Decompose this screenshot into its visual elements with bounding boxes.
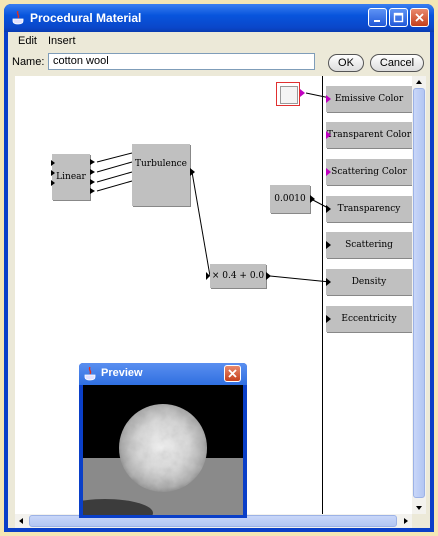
preview-render-image bbox=[83, 385, 243, 515]
linear-node-label: Linear bbox=[56, 172, 86, 182]
minimize-icon bbox=[374, 20, 380, 22]
color-swatch-inner bbox=[280, 86, 298, 104]
prop-scattering-color[interactable]: Scattering Color bbox=[326, 159, 412, 185]
close-icon bbox=[228, 369, 237, 378]
linear-input-ports bbox=[51, 160, 55, 186]
ok-button[interactable]: OK bbox=[328, 54, 364, 72]
close-button[interactable] bbox=[410, 8, 429, 27]
transform-ports bbox=[206, 272, 271, 280]
preview-close-button[interactable] bbox=[224, 365, 241, 382]
prop-scattering-color-label: Scattering Color bbox=[331, 167, 407, 177]
linear-output-ports bbox=[90, 159, 95, 194]
scroll-right-icon bbox=[404, 518, 408, 524]
title-bar[interactable]: Procedural Material bbox=[4, 4, 434, 32]
vertical-scrollbar[interactable] bbox=[412, 76, 426, 514]
cancel-button[interactable]: Cancel bbox=[370, 54, 424, 72]
maximize-icon bbox=[393, 12, 404, 23]
constant-output-port bbox=[310, 195, 315, 203]
java-cup-icon bbox=[12, 11, 24, 25]
preview-title: Preview bbox=[101, 367, 143, 379]
material-properties-panel bbox=[322, 76, 413, 514]
maximize-button[interactable] bbox=[389, 8, 408, 27]
window-client-area: Edit Insert Name: cotton wool OK Cancel bbox=[8, 32, 430, 528]
prop-transparency-label: Transparency bbox=[337, 204, 401, 214]
scroll-down-icon bbox=[416, 506, 422, 510]
prop-emissive-color-label: Emissive Color bbox=[334, 94, 404, 104]
turbulence-node[interactable]: Turbulence bbox=[132, 144, 190, 206]
menu-insert[interactable]: Insert bbox=[48, 35, 76, 47]
menu-bar: Edit Insert bbox=[8, 32, 430, 50]
prop-transparent-color-label: Transparent Color bbox=[326, 130, 412, 140]
name-input[interactable]: cotton wool bbox=[48, 53, 315, 70]
prop-eccentricity[interactable]: Eccentricity bbox=[326, 306, 412, 332]
prop-density-label: Density bbox=[351, 277, 387, 287]
preview-window[interactable]: Preview bbox=[79, 363, 247, 518]
preview-render bbox=[83, 385, 243, 515]
color-swatch-port bbox=[300, 89, 305, 97]
window-title: Procedural Material bbox=[30, 11, 142, 25]
color-swatch[interactable] bbox=[276, 82, 300, 106]
transform-node[interactable]: × 0.4 + 0.0 bbox=[210, 264, 266, 288]
turbulence-output-port bbox=[190, 168, 195, 176]
prop-transparency[interactable]: Transparency bbox=[326, 196, 412, 222]
transform-node-label: × 0.4 + 0.0 bbox=[211, 271, 265, 281]
prop-eccentricity-label: Eccentricity bbox=[341, 314, 397, 324]
scroll-up-icon bbox=[416, 80, 422, 84]
turbulence-node-label: Turbulence bbox=[134, 159, 188, 169]
constant-node-value: 0.0010 bbox=[274, 194, 306, 204]
menu-edit[interactable]: Edit bbox=[18, 35, 37, 47]
name-label: Name: bbox=[12, 56, 45, 68]
constant-node[interactable]: 0.0010 bbox=[270, 185, 310, 213]
property-input-ports bbox=[326, 95, 331, 323]
prop-scattering-label: Scattering bbox=[345, 240, 393, 250]
linear-node[interactable]: Linear bbox=[52, 154, 90, 200]
vertical-scroll-thumb[interactable] bbox=[413, 88, 425, 498]
procedural-material-window: Procedural Material Edit Insert Name: co… bbox=[4, 4, 434, 532]
scroll-left-icon bbox=[19, 518, 23, 524]
name-bar: Name: cotton wool OK Cancel bbox=[8, 50, 430, 76]
java-cup-icon bbox=[84, 367, 96, 381]
prop-emissive-color[interactable]: Emissive Color bbox=[326, 86, 412, 112]
prop-transparent-color[interactable]: Transparent Color bbox=[326, 122, 412, 148]
preview-title-bar[interactable]: Preview bbox=[79, 363, 247, 385]
prop-scattering[interactable]: Scattering bbox=[326, 232, 412, 258]
close-icon bbox=[415, 13, 424, 22]
prop-density[interactable]: Density bbox=[326, 269, 412, 295]
minimize-button[interactable] bbox=[368, 8, 387, 27]
